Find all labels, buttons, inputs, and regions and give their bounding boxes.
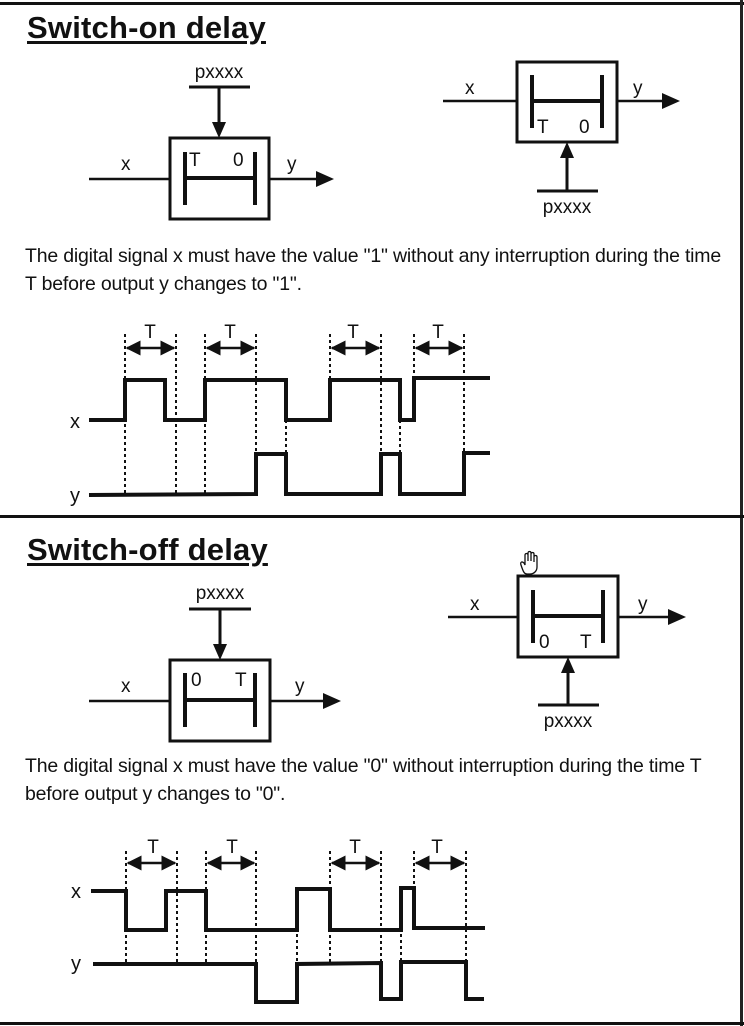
signal-x-label: x — [71, 881, 81, 903]
param-label: pxxxx — [196, 583, 245, 604]
switch-on-block-left: pxxxx T 0 x y — [89, 62, 334, 221]
block-label-left: T — [189, 150, 201, 171]
delay-label: T — [144, 322, 156, 343]
output-label: y — [633, 78, 643, 99]
block-label-left: 0 — [539, 632, 550, 653]
output-label: y — [287, 154, 297, 175]
output-arrowhead — [662, 93, 680, 109]
output-arrowhead — [323, 693, 341, 709]
block-label-right: 0 — [233, 150, 244, 171]
signal-y-label: y — [71, 953, 81, 975]
param-arrowhead — [560, 142, 574, 158]
input-label: x — [470, 594, 480, 615]
signal-x-label: x — [70, 411, 80, 433]
input-label: x — [121, 676, 131, 697]
switch-off-block-left: pxxxx 0 T x y — [89, 583, 341, 743]
frame-top-border — [0, 2, 744, 5]
signal-x-waveform — [89, 376, 490, 422]
output-arrowhead — [316, 171, 334, 187]
delay-label: T — [347, 322, 359, 343]
delay-label: T — [349, 837, 361, 858]
signal-x-waveform — [91, 886, 485, 932]
signal-y-label: y — [70, 485, 80, 507]
output-label: y — [638, 594, 648, 615]
section-divider — [0, 515, 744, 518]
block-label-right: T — [580, 632, 592, 653]
signal-y-waveform — [93, 960, 484, 1004]
delay-label: T — [431, 837, 443, 858]
frame-right-border — [740, 0, 743, 1026]
delay-label: T — [147, 837, 159, 858]
delay-label: T — [432, 322, 444, 343]
block-label-right: 0 — [579, 117, 590, 138]
input-label: x — [121, 154, 131, 175]
param-arrowhead — [213, 644, 227, 660]
delay-label: T — [226, 837, 238, 858]
switch-off-title: Switch-off delay — [27, 532, 268, 567]
hand-cursor-icon — [520, 550, 538, 575]
block-label-left: 0 — [191, 670, 202, 691]
output-label: y — [295, 676, 305, 697]
switch-on-block-right: T 0 x y pxxxx — [443, 60, 680, 218]
delay-markers: T T T T — [125, 322, 464, 356]
switch-on-description: The digital signal x must have the value… — [25, 245, 721, 295]
signal-y-waveform — [88, 451, 490, 497]
param-label: pxxxx — [543, 197, 592, 218]
param-arrowhead — [561, 657, 575, 673]
switch-off-description: The digital signal x must have the value… — [25, 755, 702, 805]
output-arrowhead — [668, 609, 686, 625]
frame-bottom-border — [0, 1022, 744, 1025]
block-label-right: T — [235, 670, 247, 691]
switch-on-timing-diagram: T T T T x y — [70, 322, 490, 507]
delay-markers: T T T T — [126, 837, 466, 871]
param-label: pxxxx — [544, 711, 593, 732]
switch-off-block-right: 0 T x y pxxxx — [448, 574, 686, 732]
switch-on-title: Switch-on delay — [27, 10, 266, 45]
block-label-left: T — [537, 117, 549, 138]
switch-off-timing-diagram: T T T T x y — [71, 837, 485, 1004]
input-label: x — [465, 78, 475, 99]
param-arrowhead — [212, 122, 226, 138]
param-label: pxxxx — [195, 62, 244, 83]
delay-label: T — [224, 322, 236, 343]
